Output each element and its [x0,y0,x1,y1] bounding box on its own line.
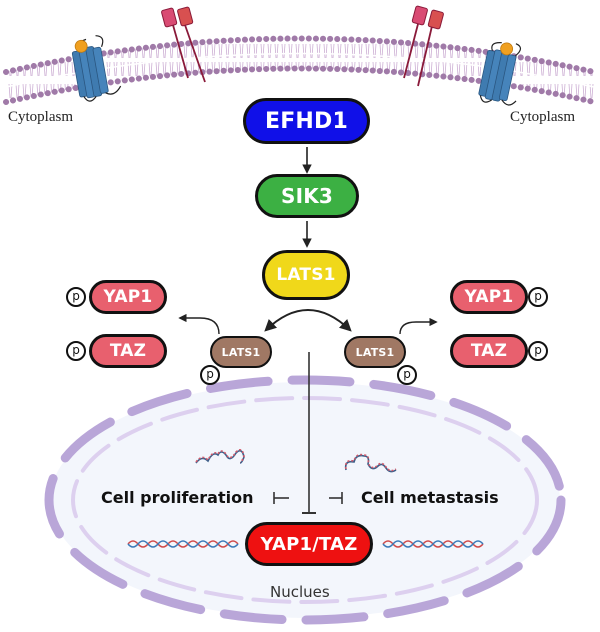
chromatin-icon-right [344,453,397,473]
outcome-cell-metastasis: Cell metastasis [361,488,499,507]
cytoplasm-label-right: Cytoplasm [510,109,576,125]
inhibition-proliferation [273,492,289,504]
chromatin-icon-left [195,448,245,464]
transmembrane-protein-left [161,6,206,83]
node-taz-left: TAZ [89,334,167,368]
node-yap1-taz-nuclear: YAP1/TAZ [245,522,373,566]
node-sik3: SIK3 [255,174,359,218]
node-taz-right: TAZ [450,334,528,368]
arrow-right-lats1-yap-taz [399,317,438,335]
node-lats1-phospho-right: LATS1 [344,336,406,368]
node-yap1-right: YAP1 [450,280,528,314]
phospho-badge: p [528,287,548,307]
node-yap1-left: YAP1 [89,280,167,314]
cytoplasm-label-left: Cytoplasm [8,109,74,125]
ligand-icon [500,42,514,56]
dna-helix-left [127,540,239,548]
gpcr-receptor-left [71,35,122,102]
outcome-cell-proliferation: Cell proliferation [101,488,254,507]
inhibition-lats1-yap1taz [302,352,316,514]
dna-helix-right [382,540,484,548]
ligand-icon [74,39,88,53]
phospho-badge: p [200,365,220,385]
node-efhd1: EFHD1 [243,98,370,144]
inhibition-metastasis [329,492,343,504]
phospho-badge: p [528,341,548,361]
transmembrane-protein-right [403,5,444,87]
phospho-badge: p [66,341,86,361]
arrow-lats1-phosphorylation [264,309,352,332]
nucleus [44,375,566,625]
node-lats1-phospho-left: LATS1 [210,336,272,368]
phospho-badge: p [397,365,417,385]
node-lats1: LATS1 [262,250,350,300]
nucleus-label: Nuclues [270,583,330,601]
arrow-left-lats1-yap-taz [178,313,220,335]
gpcr-receptor-right [478,42,522,106]
phospho-badge: p [66,287,86,307]
